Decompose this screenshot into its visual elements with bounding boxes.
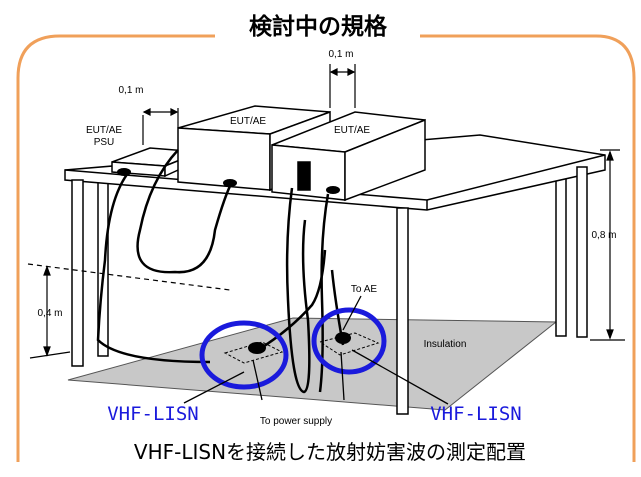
label-to-ae: To AE	[351, 284, 377, 295]
dimension-08m	[590, 149, 625, 341]
pointer-lines	[183, 295, 449, 405]
table-legs-front	[71, 166, 588, 415]
label-vhf-lisn-right: VHF-LISN	[430, 403, 522, 425]
insulation-ground-plane	[67, 317, 558, 411]
vhf-lisn-highlight-left	[199, 320, 289, 390]
label-height-08m: 0,8 m	[591, 230, 616, 241]
label-eut-ae-right: EUT/AE	[334, 125, 370, 136]
label-eut-ae-middle: EUT/AE	[230, 116, 266, 127]
label-to-power-supply: To power supply	[260, 416, 332, 427]
cable-plugs	[117, 168, 340, 194]
eut-box-right	[271, 111, 426, 202]
caption: VHF-LISNを接続した放射妨害波の測定配置	[134, 440, 526, 464]
label-eut-ae-psu-line2: PSU	[94, 137, 115, 148]
dimension-01m-left	[142, 108, 179, 145]
title: 検討中の規格	[249, 13, 388, 40]
cables	[96, 149, 345, 394]
label-insulation: Insulation	[424, 339, 467, 350]
label-eut-ae-psu-line1: EUT/AE	[86, 125, 122, 136]
label-height-04m: 0,4 m	[37, 308, 62, 319]
vhf-lisn-highlight-right	[311, 307, 387, 375]
dimension-04m	[27, 263, 231, 359]
label-distance-01m-left: 0,1 m	[118, 85, 143, 96]
dimension-01m-top	[329, 64, 356, 108]
frame-border	[16, 34, 636, 462]
vhf-lisn-unit-left	[223, 341, 284, 364]
label-distance-01m-top: 0,1 m	[328, 49, 353, 60]
vhf-lisn-unit-right	[318, 332, 380, 356]
label-vhf-lisn-left: VHF-LISN	[107, 403, 199, 425]
